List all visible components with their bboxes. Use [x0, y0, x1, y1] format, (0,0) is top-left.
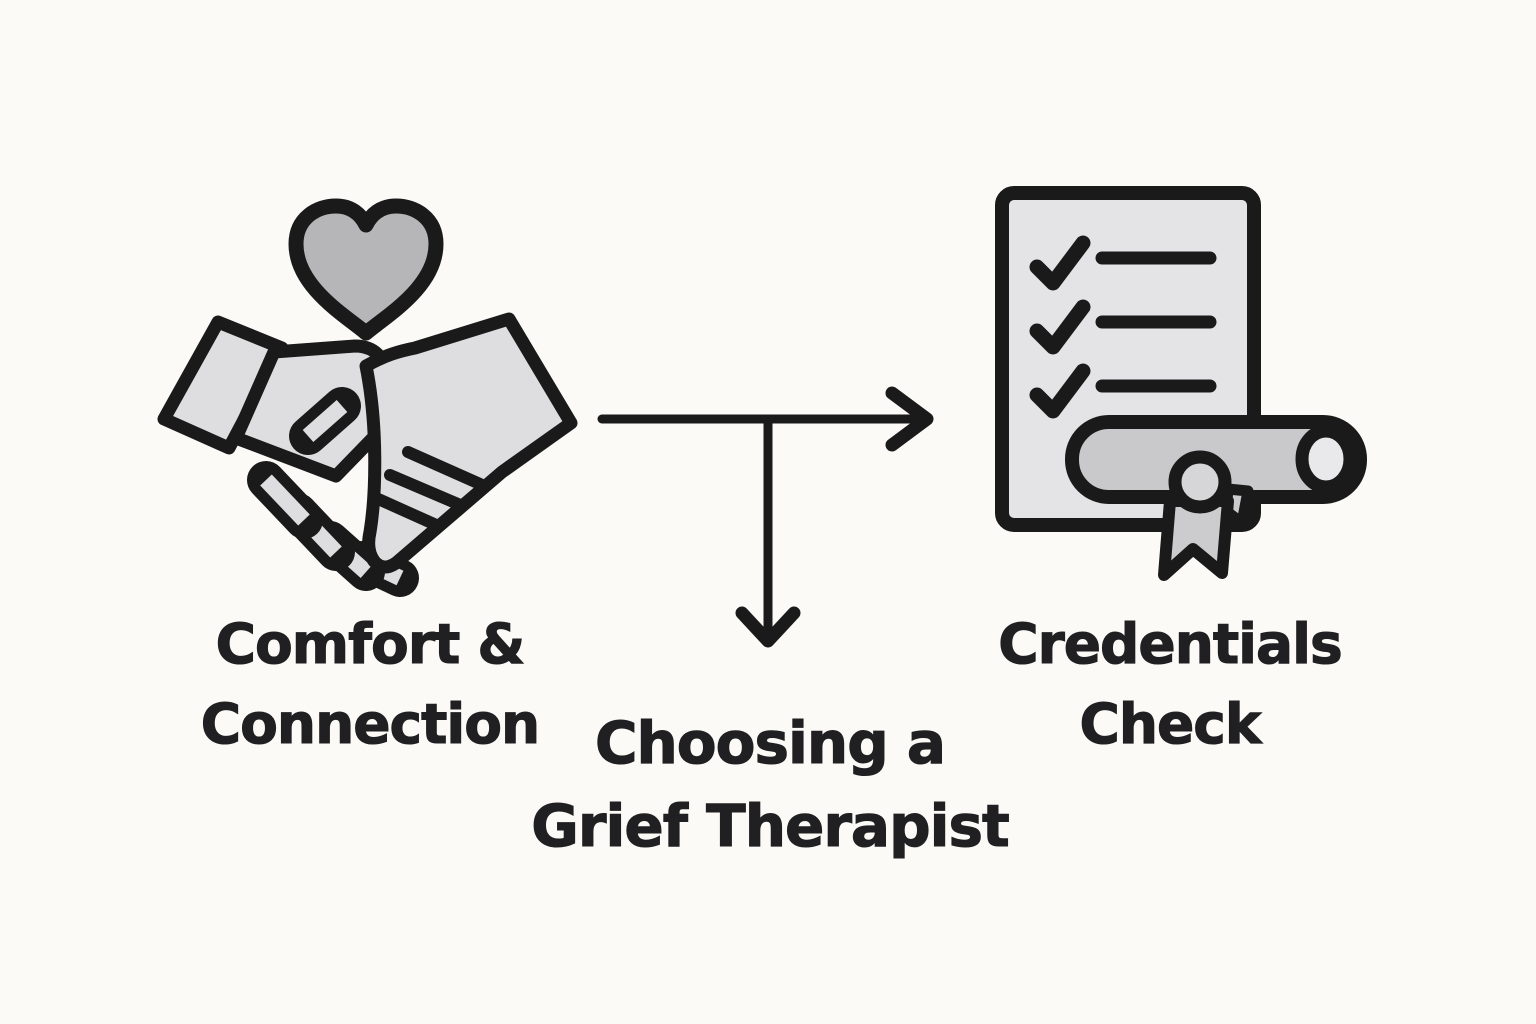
- rosette-shape: [1168, 450, 1232, 514]
- arrow-head-down: [735, 606, 801, 648]
- arrow-head-right: [885, 386, 934, 452]
- title-line1: Choosing a: [594, 708, 946, 777]
- label-credentials-check: Credentials Check: [940, 604, 1400, 764]
- checkmarks: [1029, 235, 1091, 419]
- right-finger-lines: [370, 446, 486, 530]
- label-credentials-line1: Credentials: [998, 611, 1344, 676]
- diagram-title: Choosing a Grief Therapist: [500, 702, 1040, 868]
- thumb-shape: [289, 387, 361, 455]
- branch-arrow-icon: [597, 386, 934, 648]
- title-line2: Grief Therapist: [531, 791, 1011, 860]
- right-hand-shape: [359, 312, 578, 574]
- left-sleeve-shape: [157, 315, 289, 455]
- handshake-heart-icon: [157, 198, 578, 597]
- label-comfort-line1: Comfort &: [215, 611, 526, 676]
- label-credentials-line2: Check: [1079, 691, 1262, 756]
- label-comfort-connection: Comfort & Connection: [130, 604, 610, 764]
- label-comfort-line2: Connection: [200, 691, 541, 756]
- heart-shape: [288, 198, 444, 341]
- scroll-end-cap: [1295, 424, 1357, 494]
- list-lines: [1095, 251, 1217, 393]
- certificate-checklist-icon: [995, 186, 1367, 581]
